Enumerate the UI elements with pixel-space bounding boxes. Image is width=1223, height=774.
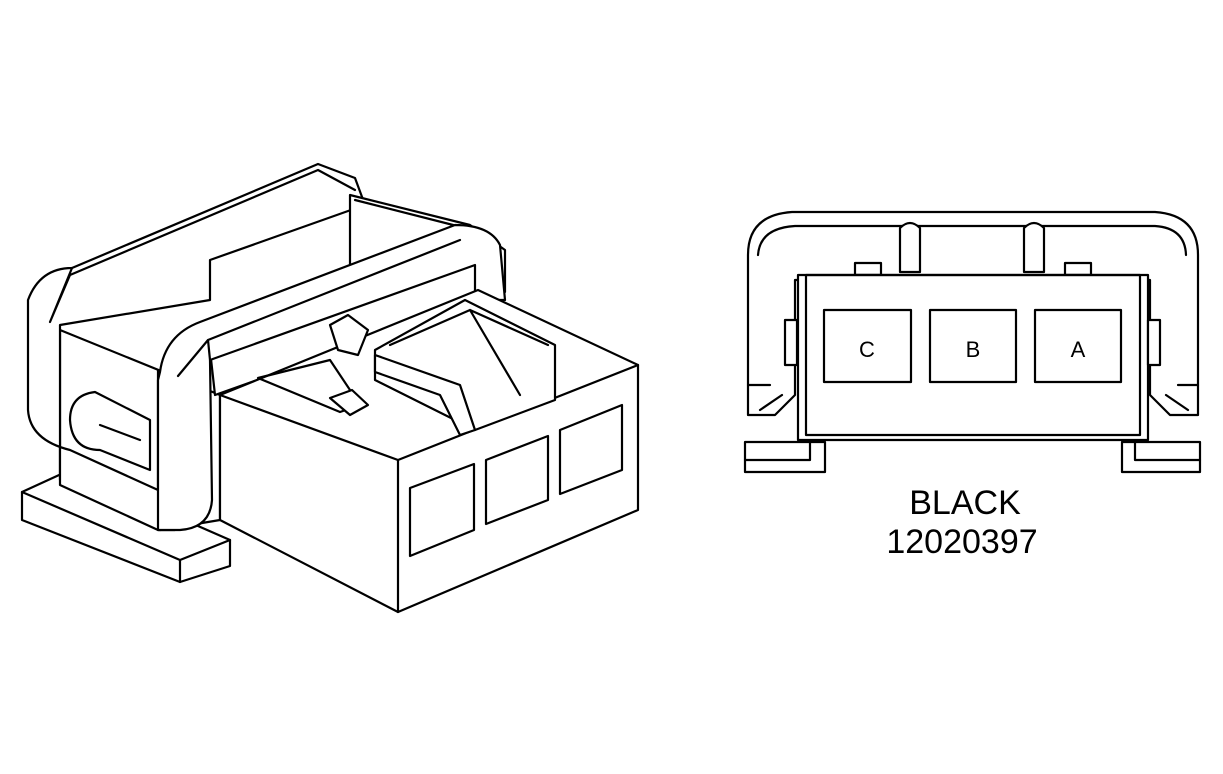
terminal-label-a: A bbox=[1071, 337, 1086, 362]
cavity-c-iso bbox=[408, 462, 476, 558]
terminal-label-b: B bbox=[966, 337, 981, 362]
cavity-b bbox=[928, 308, 1018, 384]
cavity-c bbox=[822, 308, 913, 384]
connector-end-view: C B A BLACK 12020397 bbox=[743, 210, 1202, 561]
cavity-a-iso bbox=[558, 403, 624, 496]
cavity-b-iso bbox=[484, 434, 550, 526]
connector-isometric-view bbox=[20, 162, 640, 614]
terminal-label-c: C bbox=[859, 337, 875, 362]
connector-color-label: BLACK bbox=[909, 484, 1021, 522]
cavity-a bbox=[1033, 308, 1123, 384]
part-number-label: 12020397 bbox=[886, 523, 1037, 561]
